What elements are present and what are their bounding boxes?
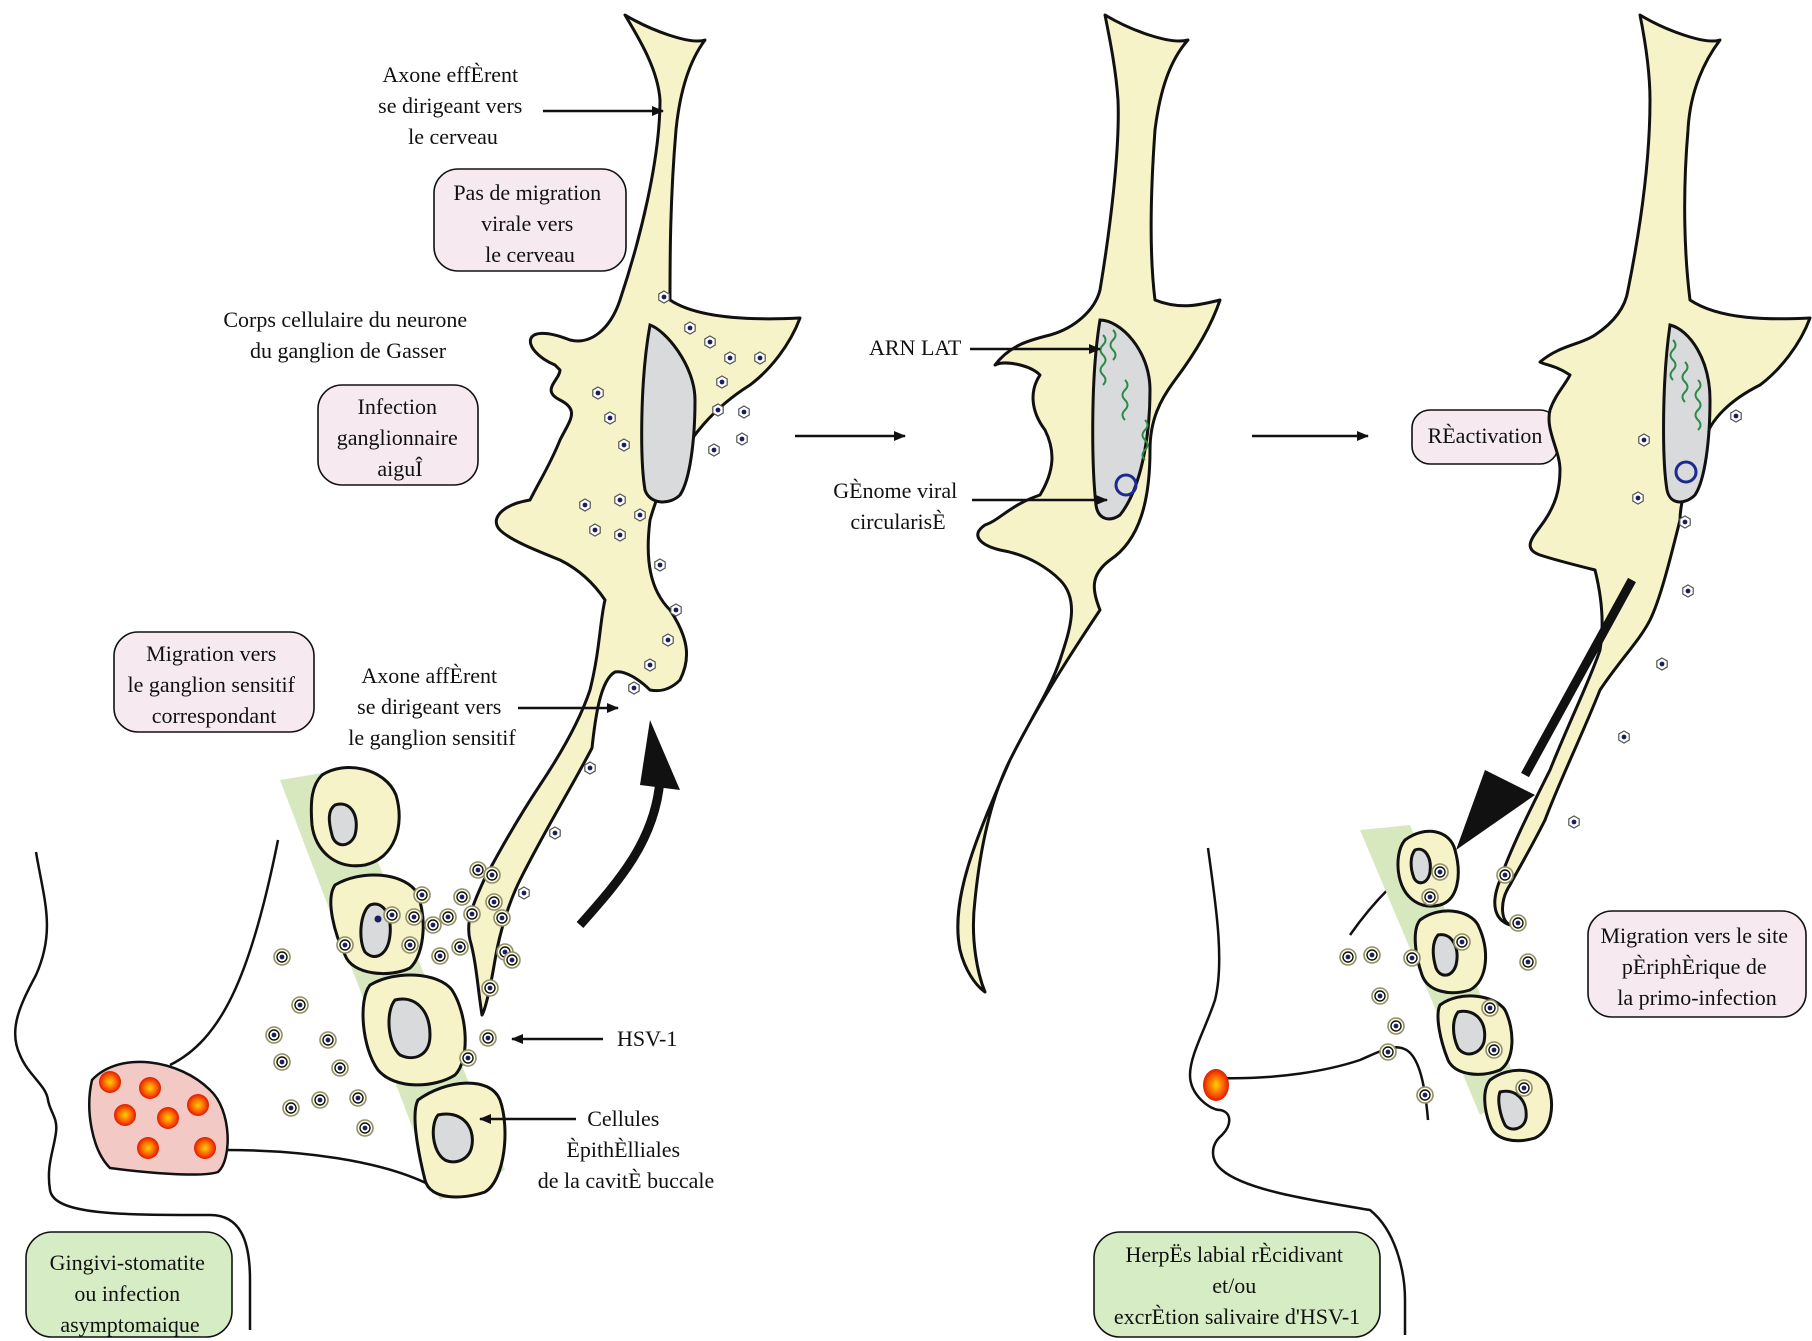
label-hsv1: HSV-1 [617, 1026, 677, 1051]
epithelial-cells-left [311, 768, 505, 1197]
svg-text:Migration vers le site p: Migration vers le site pÈriphÈrique de l… [1600, 923, 1793, 1010]
recurrent-lesion [1203, 1069, 1229, 1101]
jaw-line [225, 1150, 430, 1185]
svg-text:RÈactivation: RÈactivation [1428, 423, 1543, 448]
neuron-2 [958, 15, 1220, 992]
box-pas-migration: Pas de migration virale vers le cerveau [434, 169, 626, 271]
label-axone-efferent: Axone effÈrent se dirigeant vers le cerv… [378, 62, 528, 149]
upward-migration-arrowhead [640, 720, 680, 790]
label-genome: GÈnome viral circularisÈ [833, 478, 963, 534]
box-infection-aigue: Infection ganglionnaire aiguÎ [318, 385, 478, 485]
box-gingivo: Gingivi-stomatite ou infection asymptoma… [26, 1232, 232, 1337]
cheek-line [170, 840, 278, 1065]
box-herpes: HerpËs labial rÈcidivant et/ou excrÈtion… [1094, 1232, 1380, 1337]
svg-text:Migration vers le gangli: Migration vers le ganglion sensitif corr… [128, 641, 301, 728]
neuron-3 [1495, 15, 1810, 925]
downward-migration-arrow [1525, 580, 1632, 775]
cheek-line-right [1215, 1047, 1428, 1120]
box-migration-site: Migration vers le site pÈriphÈrique de l… [1588, 911, 1806, 1017]
box-migration-ganglion: Migration vers le ganglion sensitif corr… [114, 632, 314, 732]
label-axone-afferent: Axone affÈrent se dirigeant vers le gang… [348, 663, 516, 750]
label-corps-cellulaire: Corps cellulaire du neurone du ganglion … [223, 307, 472, 363]
box-reactivation: RÈactivation [1412, 410, 1558, 464]
upward-migration-arrow [580, 780, 660, 925]
label-arn-lat: ARN LAT [869, 335, 962, 360]
